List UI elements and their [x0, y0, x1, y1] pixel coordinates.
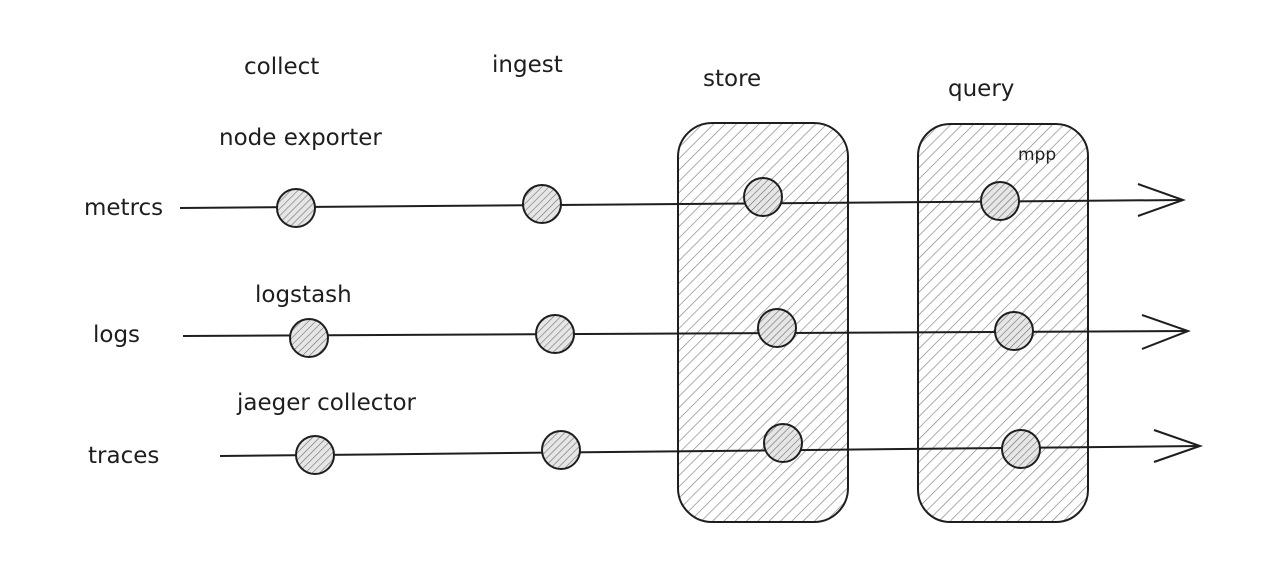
query-node-logs — [994, 311, 1034, 351]
collect-node-logs — [289, 318, 329, 358]
query-note-mpp: mpp — [1018, 145, 1056, 165]
collect-node-traces — [295, 435, 335, 475]
query-node-metrics — [980, 181, 1020, 221]
signal-label-metrics: metrcs — [84, 195, 163, 221]
query-node-traces — [1001, 429, 1041, 469]
collector-label-jaeger: jaeger collector — [236, 390, 417, 416]
collect-node-metrics — [276, 188, 316, 228]
collector-label-logstash: logstash — [255, 282, 352, 308]
signal-label-logs: logs — [93, 322, 140, 348]
store-node-traces — [763, 423, 803, 463]
stage-label-ingest: ingest — [492, 52, 563, 78]
stage-label-collect: collect — [244, 54, 319, 80]
stage-label-store: store — [703, 66, 761, 92]
ingest-node-metrics — [522, 184, 562, 224]
store-node-metrics — [743, 177, 783, 217]
ingest-node-logs — [535, 314, 575, 354]
ingest-node-traces — [541, 430, 581, 470]
signal-label-traces: traces — [88, 443, 159, 469]
stage-label-query: query — [948, 76, 1014, 102]
collector-label-node-exporter: node exporter — [219, 125, 382, 151]
store-node-logs — [757, 308, 797, 348]
